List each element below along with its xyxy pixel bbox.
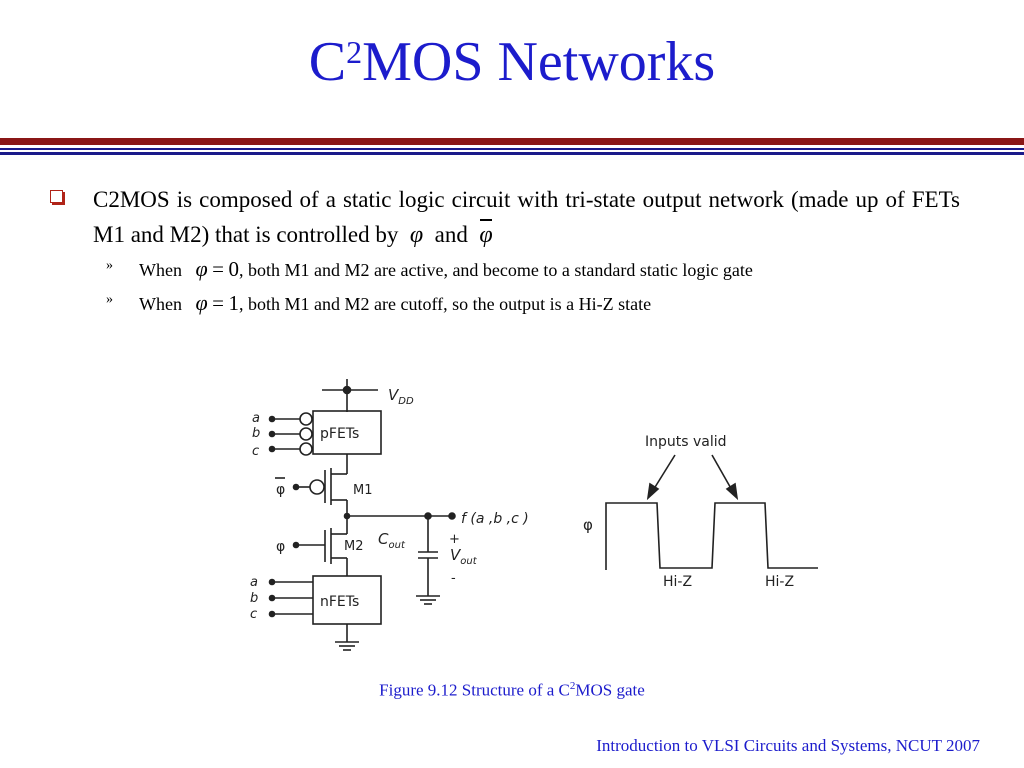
svg-text:-: - <box>451 571 456 586</box>
m1-transistor: φ M1 <box>275 454 373 534</box>
title-divider-red <box>0 138 1024 145</box>
phi-bar-symbol: φ <box>479 218 493 253</box>
sub-bullet-marker: » <box>106 292 113 307</box>
svg-text:Hi-Z: Hi-Z <box>663 574 692 590</box>
title-divider-blue <box>0 152 1024 155</box>
main-bullet: C2MOS is composed of a static logic circ… <box>50 182 960 253</box>
svg-text:nFETs: nFETs <box>320 594 359 610</box>
phi-symbol: φ <box>409 222 424 248</box>
svg-text:c: c <box>252 444 259 459</box>
svg-text:c: c <box>250 607 257 622</box>
nfets-block: nFETs a b c <box>250 575 382 651</box>
svg-text:b: b <box>250 591 258 606</box>
svg-text:pFETs: pFETs <box>320 426 359 442</box>
output-node: f (a ,b ,c ) <box>343 511 529 527</box>
slide-footer: Introduction to VLSI Circuits and System… <box>596 736 980 755</box>
vdd-rail: VDD <box>322 379 414 412</box>
svg-text:M2: M2 <box>344 539 364 554</box>
svg-text:M1: M1 <box>353 483 373 498</box>
svg-text:a: a <box>250 575 258 590</box>
slide-title: C2MOS Networks <box>308 31 716 93</box>
sub-bullet-marker: » <box>106 258 113 273</box>
m2-transistor: φ M2 <box>276 528 364 576</box>
svg-text:VDD: VDD <box>388 386 414 407</box>
sub-bullet-phi-0: » When φ = 0, both M1 and M2 are active,… <box>106 256 753 281</box>
svg-text:φ: φ <box>276 482 285 498</box>
svg-text:Hi-Z: Hi-Z <box>765 574 794 590</box>
output-capacitor: Cout + Vout - <box>378 516 478 605</box>
svg-text:Inputs valid: Inputs valid <box>645 434 727 450</box>
pfets-block: pFETs a b c <box>252 410 382 459</box>
square-bullet-icon <box>50 190 63 203</box>
sub-bullet-phi-1: » When φ = 1, both M1 and M2 are cutoff,… <box>106 290 652 315</box>
figure-caption: Figure 9.12 Structure of a C2MOS gate <box>379 680 645 700</box>
title-divider-blue-thin <box>0 148 1024 150</box>
svg-text:Vout: Vout <box>450 546 478 567</box>
svg-text:f (a ,b ,c ): f (a ,b ,c ) <box>461 511 529 527</box>
main-bullet-text: C2MOS is composed of a static logic circ… <box>93 182 960 253</box>
svg-text:Cout: Cout <box>378 530 406 551</box>
svg-text:+: + <box>449 532 460 547</box>
svg-text:b: b <box>252 426 260 441</box>
clock-waveform: φ Inputs valid Hi-Z Hi-Z <box>583 434 818 590</box>
svg-text:a: a <box>252 411 260 426</box>
svg-text:φ: φ <box>276 539 285 555</box>
svg-text:φ: φ <box>583 516 593 534</box>
